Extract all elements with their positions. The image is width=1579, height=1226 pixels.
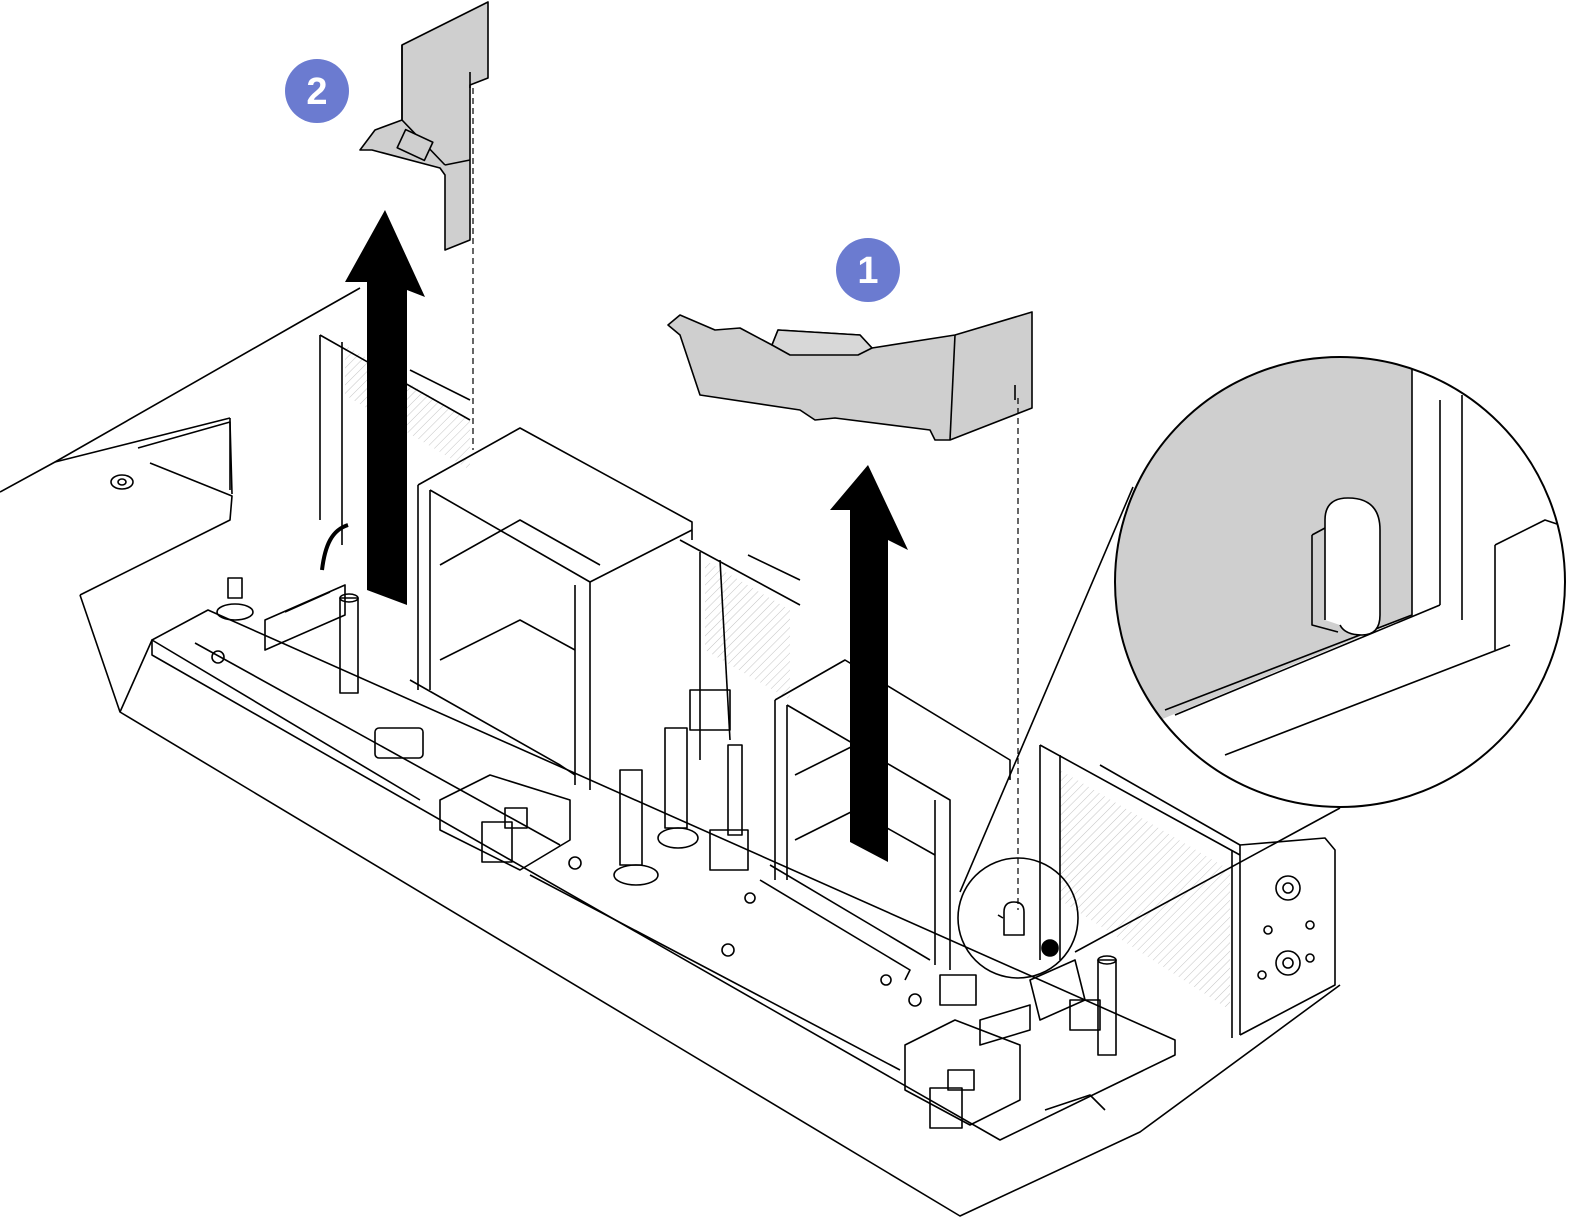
callout-leader-bottom	[1074, 807, 1341, 953]
rear-wall-middle	[679, 539, 801, 760]
rear-wall-right	[1039, 744, 1241, 1010]
callout-leader-top	[959, 486, 1134, 893]
backplane-board	[151, 609, 1176, 1141]
step-badge-1: 1	[836, 238, 900, 302]
lift-arrow-icon	[830, 465, 908, 862]
callout-magnifier-icon	[1114, 356, 1566, 808]
air-baffle-short	[359, 1, 489, 450]
lift-arrow-icon	[345, 210, 425, 605]
air-baffle-long	[667, 311, 1033, 910]
board-components	[216, 523, 1117, 1129]
side-bracket	[1231, 837, 1336, 1038]
drive-cage-right	[759, 659, 1011, 981]
step-number-1: 1	[857, 250, 878, 292]
chassis-tray	[0, 287, 1341, 1217]
step-number-2: 2	[306, 71, 327, 113]
drive-cage-left	[409, 427, 693, 790]
step-badge-2: 2	[285, 59, 349, 123]
